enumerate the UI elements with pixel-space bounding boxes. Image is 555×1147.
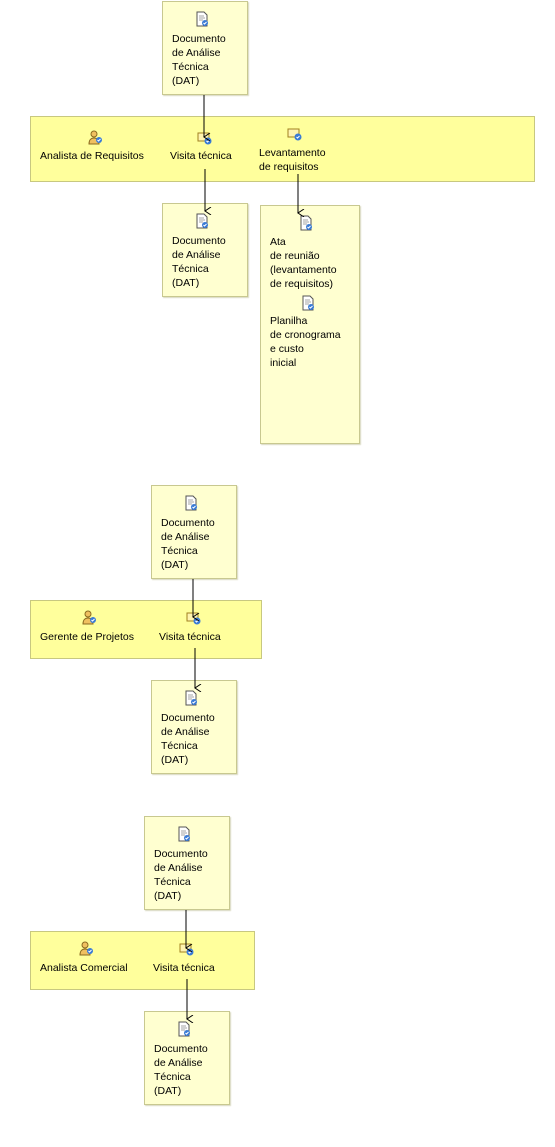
- task-label-visita-tecnica: Visita técnica: [153, 962, 215, 974]
- input-artifact-dat-1: Documento de Análise Técnica (DAT): [162, 1, 248, 95]
- work-product-icon: [300, 215, 312, 231]
- work-product-icon: [196, 11, 208, 27]
- task-label-levantamento-de-requisitos: Levantamento de requisitos: [259, 147, 326, 173]
- work-product-icon: [302, 295, 314, 311]
- work-product-icon: [196, 213, 208, 229]
- work-product-icon: [178, 1021, 190, 1037]
- role-label: Gerente de Projetos: [40, 631, 134, 643]
- task-label-visita-tecnica: Visita técnica: [159, 631, 221, 643]
- role-icon: [88, 130, 102, 145]
- work-product-icon: [185, 690, 197, 706]
- task-label-visita-tecnica: Visita técnica: [170, 150, 232, 162]
- swimlane-gerente-de-projetos: Gerente de Projetos Visita técnica: [30, 600, 262, 659]
- artifact-label: Documento de Análise Técnica (DAT): [161, 712, 215, 766]
- task-icon: [287, 128, 302, 141]
- role-icon: [79, 941, 93, 956]
- input-artifact-dat-3: Documento de Análise Técnica (DAT): [144, 816, 230, 910]
- swimlane-analista-comercial: Analista Comercial Visita técnica: [30, 931, 255, 990]
- artifact-label: Documento de Análise Técnica (DAT): [172, 235, 226, 289]
- artifact-label: Documento de Análise Técnica (DAT): [154, 1043, 208, 1097]
- artifact-label-ata: Ata de reunião (levantamento de requisit…: [270, 236, 337, 290]
- swimlane-analista-de-requisitos: Analista de Requisitos Visita técnica Le…: [30, 116, 535, 182]
- work-product-icon: [185, 495, 197, 511]
- role-label: Analista de Requisitos: [40, 150, 144, 162]
- output-artifact-dat-3: Documento de Análise Técnica (DAT): [144, 1011, 230, 1105]
- output-artifact-dat-1: Documento de Análise Técnica (DAT): [162, 203, 248, 297]
- artifact-label-planilha: Planilha de cronograma e custo inicial: [270, 315, 341, 369]
- input-artifact-dat-2: Documento de Análise Técnica (DAT): [151, 485, 237, 579]
- task-icon: [179, 943, 194, 956]
- artifact-label: Documento de Análise Técnica (DAT): [154, 848, 208, 902]
- role-label: Analista Comercial: [40, 962, 128, 974]
- task-icon: [197, 132, 212, 145]
- artifact-label: Documento de Análise Técnica (DAT): [161, 517, 215, 571]
- output-artifact-group-levantamento: Ata de reunião (levantamento de requisit…: [260, 205, 360, 444]
- output-artifact-dat-2: Documento de Análise Técnica (DAT): [151, 680, 237, 774]
- role-icon: [82, 610, 96, 625]
- artifact-label: Documento de Análise Técnica (DAT): [172, 33, 226, 87]
- work-product-icon: [178, 826, 190, 842]
- task-icon: [186, 612, 201, 625]
